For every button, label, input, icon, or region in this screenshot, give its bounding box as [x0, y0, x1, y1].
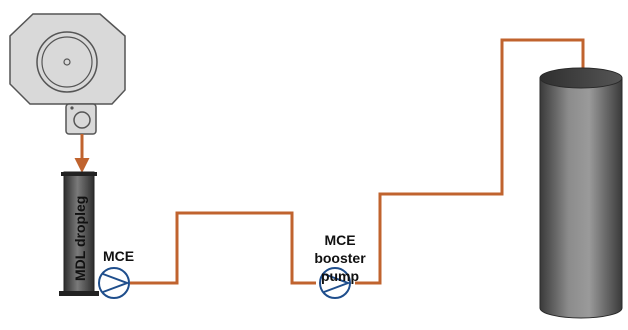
transfer-pipe-segment-1 — [130, 211, 316, 285]
dropleg-label: MDL dropleg — [72, 196, 88, 281]
mill-icon — [9, 13, 126, 135]
mce-pump-icon — [98, 267, 130, 299]
pipe-network — [74, 38, 591, 285]
transfer-pipe-segment-2 — [355, 38, 591, 285]
mdl-dropleg-column: MDL dropleg — [59, 171, 99, 296]
mce-booster-pump-icon — [319, 267, 351, 299]
booster-label-line-1: MCE — [324, 232, 355, 248]
mce-booster-pump-label: MCE booster pump — [314, 232, 366, 284]
booster-label-line-3: pump — [321, 268, 359, 284]
storage-tank-icon — [539, 67, 623, 319]
mce-pump-label: MCE — [103, 248, 134, 264]
booster-label-line-2: booster — [314, 250, 366, 266]
